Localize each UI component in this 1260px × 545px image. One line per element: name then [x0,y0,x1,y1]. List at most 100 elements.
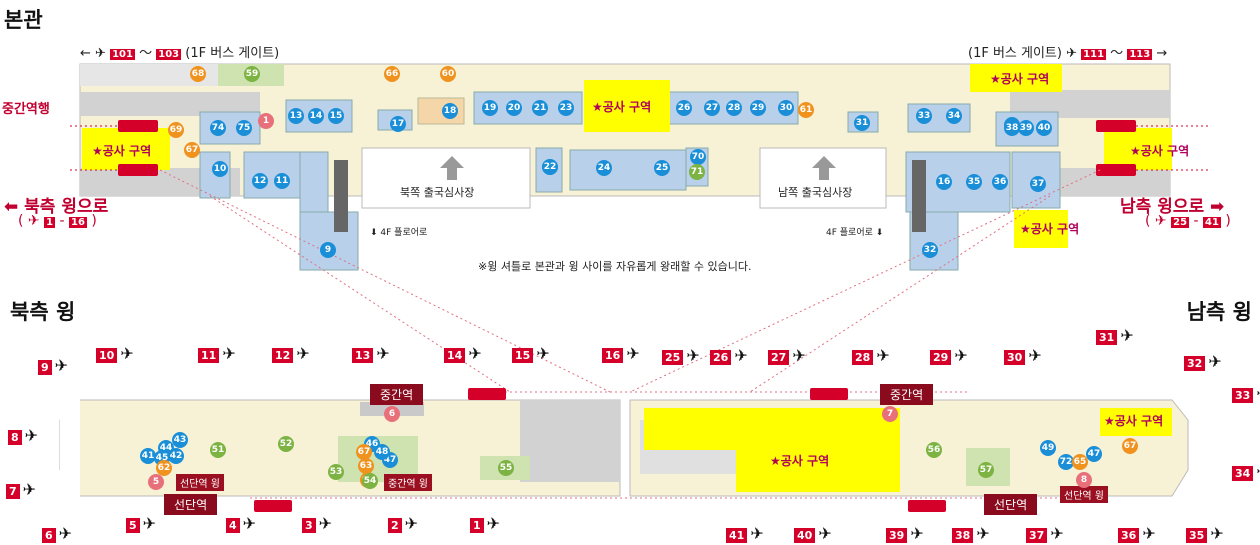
south-shop-marker: 47 [1086,446,1102,462]
north-green-marker: 51 [210,442,226,458]
south-middle-station: 중간역 [880,384,934,405]
construction-zone-left: ★공사 구역 [92,144,152,158]
arrow-right-icon: ➡ [1210,197,1225,217]
main-green-marker: 59 [244,66,260,82]
airplane-icon: ✈ [24,426,39,445]
north-wing-gate: 10✈ [96,344,134,363]
south-shop-marker: 49 [1040,440,1056,456]
main-shop-marker: 29 [750,100,766,116]
bus-gate-text: (1F 버스 게이트) [968,46,1062,61]
main-shop-marker: 10 [212,161,228,177]
south-wing-gate: 31✈ [1096,326,1134,345]
main-shop-marker: 25 [654,160,670,176]
gate-number: 13 [352,348,374,363]
airplane-icon: ✈ [792,346,806,365]
north-wing-gate: 12✈ [272,344,310,363]
north-immigration-label: 북쪽 출국심사장 [400,186,475,199]
main-shop-marker: 75 [236,120,252,136]
north-seondan-station: 선단역 [164,494,218,515]
north-restaurant-marker: 63 [358,458,374,474]
gate-number: 7 [6,484,20,499]
bus-gate-text: (1F 버스 게이트) [185,46,280,61]
gate-number: 28 [852,350,874,365]
bus-gate-left-label: ← ✈ 101 ～ 103 (1F 버스 게이트) [80,42,279,61]
north-wing-gate: 7✈ [6,480,36,499]
main-shop-marker: 9 [320,242,336,258]
gate-number: 10 [96,348,118,363]
north-gate-range: ( ✈ 1 - 16 ) [18,213,97,229]
north-shop-marker: 43 [172,432,188,448]
north-restaurant-marker: 67 [356,444,372,460]
north-wing-gate: 8✈ [8,426,38,445]
gate-number: 6 [42,528,56,543]
south-wing-gate: 35✈ [1186,524,1224,543]
north-seondan-wing: 선단역 윙 [176,474,224,491]
north-wing-gate: 15✈ [512,344,550,363]
gate-number: 33 [1232,388,1254,403]
airplane-icon: ✈ [876,346,890,365]
north-wing-gate: 1✈ [470,514,500,533]
south-wing-gate: 33✈ [1232,384,1260,403]
gate-number: 41 [726,528,748,543]
airplane-icon: ✈ [954,346,968,365]
gate-number: 39 [886,528,908,543]
airplane-icon: ✈ [468,344,482,363]
airplane-icon: ✈ [1050,524,1064,543]
main-shop-marker: 30 [778,100,794,116]
to-north-wing-label: ⬅ 북측 윙으로 [4,197,109,217]
main-shop-marker: 34 [946,108,962,124]
south-wing-gate: 26✈ [710,346,748,365]
construction-zone-center: ★공사 구역 [592,100,652,114]
arrow-left-icon: ← [80,46,91,61]
main-shop-marker: 16 [936,174,952,190]
north-shop-marker: 48 [374,444,390,460]
main-shop-marker: 74 [210,120,226,136]
construction-zone-top-right: ★공사 구역 [990,72,1050,86]
airplane-icon: ✈ [296,344,310,363]
north-wing-gate: 6✈ [42,524,72,543]
gate-number: 38 [952,528,974,543]
airplane-icon: ✈ [222,344,236,363]
airplane-icon: ✈ [404,514,419,533]
south-pink-marker: 8 [1076,472,1092,488]
airplane-icon: ✈ [486,514,501,533]
gate-number: 2 [388,518,402,533]
south-wing-gate: 28✈ [852,346,890,365]
main-shop-marker: 15 [328,108,344,124]
south-green-marker: 57 [978,462,994,478]
airplane-icon: ✈ [376,344,390,363]
airplane-icon: ✈ [536,344,550,363]
south-pink-marker: 7 [882,406,898,422]
south-wing-gate: 29✈ [930,346,968,365]
north-green-marker: 55 [498,460,514,476]
gate-number: 15 [512,348,534,363]
gate-number: 5 [126,518,140,533]
airplane-icon: ✈ [27,213,40,229]
gate-number: 40 [794,528,816,543]
gate-number: 36 [1118,528,1140,543]
airplane-icon: ✈ [22,480,37,499]
arrow-right-icon: → [1156,46,1168,61]
airplane-icon: ✈ [142,514,157,533]
airplane-icon: ✈ [818,524,832,543]
main-shop-marker: 13 [288,108,304,124]
airplane-icon: ✈ [1256,384,1260,403]
north-green-marker: 52 [278,436,294,452]
main-shop-marker: 17 [390,116,406,132]
to-4f-right: 4F 플로어로 ⬇ [826,228,884,238]
north-middle-wing: 중간역 윙 [384,474,432,491]
to-4f-left: ⬇ 4F 플로어로 [370,228,428,238]
south-wing-gate: 36✈ [1118,524,1156,543]
gate-number: 29 [930,350,952,365]
construction-zone-south-wing-right: ★공사 구역 [1104,414,1164,428]
north-pink-marker: 6 [384,406,400,422]
main-shop-marker: 19 [482,100,498,116]
main-shop-marker: 20 [506,100,522,116]
gate-number: 32 [1184,356,1206,371]
gate-number: 8 [8,430,22,445]
south-wing-gate: 27✈ [768,346,806,365]
gate-number: 16 [602,348,624,363]
north-green-marker: 54 [362,473,378,489]
arrow-left-icon: ⬅ [4,197,19,217]
main-building-title: 본관 [4,8,43,32]
